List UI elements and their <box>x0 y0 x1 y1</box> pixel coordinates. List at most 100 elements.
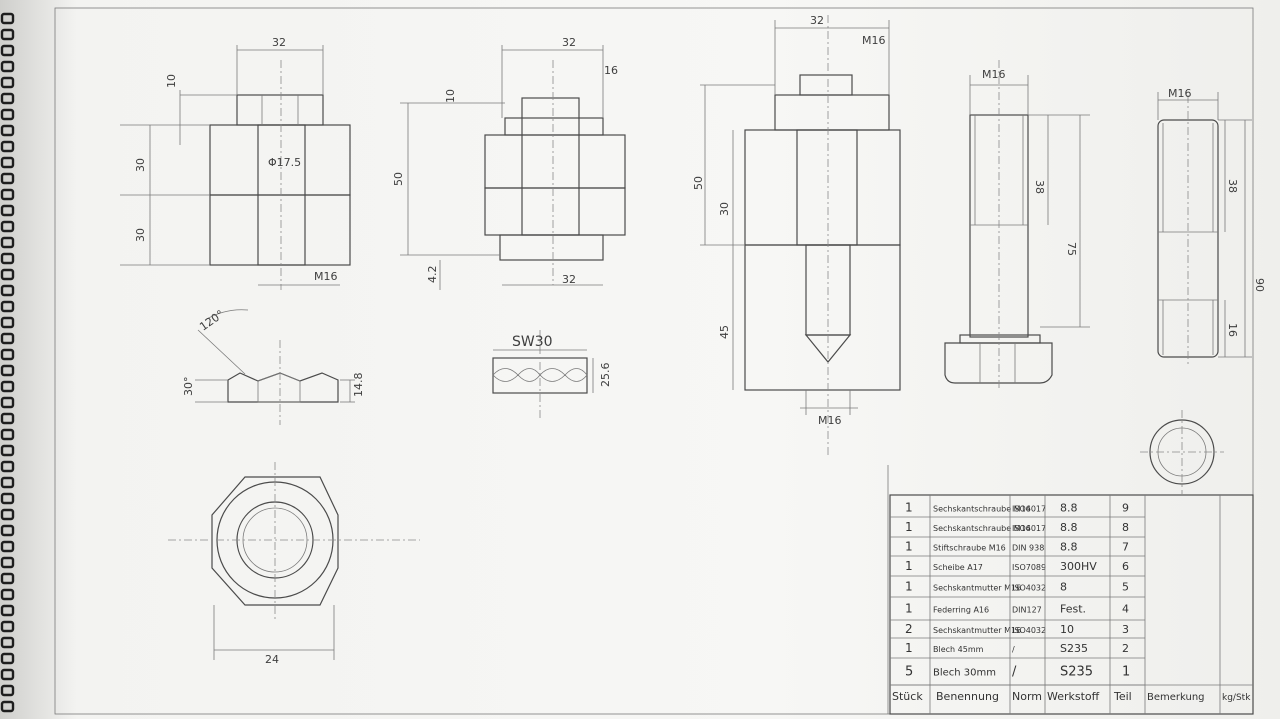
bom-cell-norm: DIN 938 <box>1012 544 1044 553</box>
bom-cell-material: 8.8 <box>1060 502 1078 515</box>
dim-angle: 120° <box>197 308 226 334</box>
dim-length: 90 <box>1253 278 1266 292</box>
spiral-ring <box>0 204 15 217</box>
dim-bottom-width: 32 <box>562 273 576 286</box>
dim-plate-upper: 30 <box>134 158 147 172</box>
spiral-ring <box>0 556 15 569</box>
bom-cell-name: Sechskantschraube M16 <box>933 505 1031 514</box>
spiral-ring <box>0 508 15 521</box>
bom-cell-material: 10 <box>1060 623 1074 636</box>
view-nut-top: 24 <box>168 462 420 666</box>
spiral-ring <box>0 492 15 505</box>
spiral-ring <box>0 684 15 697</box>
dim-width: 32 <box>562 36 576 49</box>
bom-cell-qty: 1 <box>905 559 913 573</box>
bom-header-norm: Norm <box>1012 690 1042 703</box>
spiral-ring <box>0 284 15 297</box>
bom-cell-norm: / <box>1012 665 1017 680</box>
bom-cell-part: 2 <box>1122 642 1129 655</box>
spiral-binding <box>0 12 15 713</box>
bom-cell-norm: ISO4032 <box>1012 626 1046 635</box>
bom-cell-part: 6 <box>1122 560 1129 573</box>
bom-cell-part: 4 <box>1122 603 1129 616</box>
bom-cell-qty: 1 <box>905 580 913 594</box>
spiral-ring <box>0 108 15 121</box>
bom-cell-name: Blech 30mm <box>933 668 996 679</box>
spiral-ring <box>0 460 15 473</box>
spiral-ring <box>0 172 15 185</box>
dim-bore: Φ17.5 <box>268 156 301 169</box>
view-top-left: 32 10 30 30 Φ17.5 M16 <box>120 36 351 290</box>
dim-width: 32 <box>810 14 824 27</box>
bom-cell-norm: / <box>1012 645 1015 654</box>
spiral-ring <box>0 636 15 649</box>
bom-cell-material: Fest. <box>1060 603 1086 616</box>
spiral-ring <box>0 428 15 441</box>
view-top-middle: 32 16 10 50 4.2 32 <box>392 36 626 290</box>
spiral-ring <box>0 316 15 329</box>
dim-thread: M16 <box>1168 87 1192 100</box>
dim-thread-len: 38 <box>1033 180 1046 194</box>
spiral-ring <box>0 28 15 41</box>
dim-height: 25.6 <box>599 363 612 388</box>
spiral-ring <box>0 348 15 361</box>
bom-header-mass: kg/Stk <box>1222 693 1251 703</box>
dim-across-flats: SW30 <box>512 334 553 350</box>
bom-cell-part: 3 <box>1122 623 1129 636</box>
bom-cell-material: S235 <box>1060 642 1088 655</box>
bom-cell-material: S235 <box>1060 665 1093 680</box>
dim-thread-top: M16 <box>862 34 886 47</box>
bom-cell-norm: ISO4032 <box>1012 584 1046 593</box>
bom-cell-name: Blech 45mm <box>933 645 984 654</box>
view-washer: 120° 30° 14.8 <box>182 308 365 425</box>
bom-cell-material: 300HV <box>1060 560 1097 573</box>
spiral-ring <box>0 156 15 169</box>
spiral-ring <box>0 300 15 313</box>
spiral-ring <box>0 252 15 265</box>
dim-length: 75 <box>1065 242 1078 256</box>
view-top-right: 32 M16 50 30 45 M16 <box>692 14 901 455</box>
bom-cell-name: Sechskantmutter M16 <box>933 626 1021 635</box>
dim-width: 32 <box>272 36 286 49</box>
dim-thread: M16 <box>982 68 1006 81</box>
bom-cell-qty: 1 <box>905 501 913 515</box>
bom-cell-qty: 1 <box>905 602 913 616</box>
bom-header-name: Benennung <box>936 690 999 703</box>
spiral-ring <box>0 540 15 553</box>
spiral-ring <box>0 604 15 617</box>
bom-cell-name: Scheibe A17 <box>933 563 983 572</box>
spiral-ring <box>0 572 15 585</box>
bom-cell-material: 8.8 <box>1060 541 1078 554</box>
sheet-border <box>54 7 1254 715</box>
bom-cell-norm: ISO4017 <box>1012 524 1046 533</box>
spiral-ring <box>0 140 15 153</box>
spiral-ring <box>0 524 15 537</box>
spiral-ring <box>0 220 15 233</box>
dim-lower: 45 <box>718 325 731 339</box>
bom-header-qty: Stück <box>892 690 923 703</box>
dim-grip: 50 <box>392 172 405 186</box>
bom-cell-part: 9 <box>1122 502 1129 515</box>
dim-plate-lower: 30 <box>134 228 147 242</box>
bom-cell-material: 8 <box>1060 581 1067 594</box>
bom-cell-part: 5 <box>1122 581 1129 594</box>
spiral-ring <box>0 236 15 249</box>
dim-width: 24 <box>265 653 279 666</box>
view-stud: M16 38 90 16 <box>1140 87 1266 494</box>
spiral-ring <box>0 380 15 393</box>
spiral-ring <box>0 12 15 25</box>
dim-chamfer: 30° <box>182 377 195 397</box>
dim-thread: M16 <box>314 270 338 283</box>
spiral-ring <box>0 188 15 201</box>
bom-cell-qty: 1 <box>905 520 913 534</box>
spiral-ring <box>0 92 15 105</box>
dim-washer: 10 <box>444 89 457 103</box>
spiral-ring <box>0 396 15 409</box>
view-nut-side: SW30 25.6 <box>492 330 612 420</box>
view-bolt-side: M16 38 75 <box>944 60 1090 390</box>
spiral-ring <box>0 124 15 137</box>
spiral-ring <box>0 268 15 281</box>
